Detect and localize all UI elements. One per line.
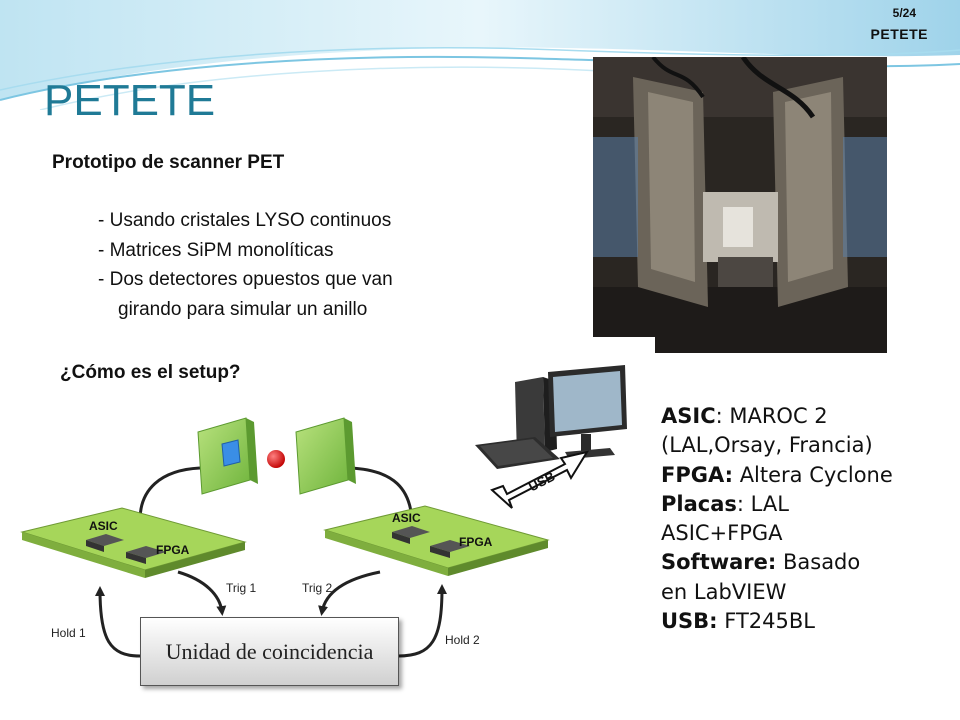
scanner-photo — [593, 57, 887, 353]
coincidence-label: Unidad de coincidencia — [165, 638, 374, 664]
spec-placas: Placas: LAL — [661, 491, 789, 516]
fpga-label-left: FPGA — [156, 543, 190, 557]
detector-left — [197, 417, 258, 495]
trig1-label: Trig 1 — [226, 581, 257, 595]
hold2-label: Hold 2 — [445, 633, 480, 647]
detector-right — [295, 417, 356, 495]
trig1-arrow — [177, 570, 227, 616]
bullet-list: - Usando cristales LYSO continuos - Matr… — [98, 206, 393, 324]
asic-label-left: ASIC — [89, 519, 118, 533]
asic-label-right: ASIC — [392, 511, 421, 525]
spec-asic-origin: (LAL,Orsay, Francia) — [661, 433, 873, 458]
setup-diagram — [20, 417, 550, 658]
bullet-item: - Matrices SiPM monolíticas — [98, 239, 334, 261]
slide-number: 5/24 — [892, 6, 916, 20]
trig2-arrow — [318, 570, 381, 616]
usb-arrow — [490, 450, 590, 509]
specs-block: ASIC: MAROC 2 (LAL,Orsay, Francia) FPGA:… — [661, 402, 893, 636]
spec-software: Software: Basado — [661, 550, 861, 575]
spec-software-2: en LabVIEW — [661, 579, 787, 604]
hold1-label: Hold 1 — [51, 626, 86, 640]
hold1-arrow — [95, 586, 141, 658]
trig2-label: Trig 2 — [302, 581, 333, 595]
spec-placas-2: ASIC+FPGA — [661, 521, 783, 546]
detector-link-left — [138, 466, 201, 521]
spec-asic: ASIC: MAROC 2 — [661, 404, 828, 428]
spec-usb: USB: FT245BL — [661, 609, 815, 634]
radioactive-source — [267, 450, 285, 468]
hold2-arrow — [397, 584, 447, 658]
subtitle: Prototipo de scanner PET — [52, 152, 285, 173]
bullet-item: - Usando cristales LYSO continuos — [98, 210, 392, 231]
board-left — [20, 507, 247, 578]
header-swoosh — [0, 0, 960, 110]
bullet-item: - Dos detectores opuestos que van — [98, 269, 393, 290]
board-right — [323, 505, 550, 576]
coincidence-unit: Unidad de coincidencia — [140, 617, 399, 686]
setup-question: ¿Cómo es el setup? — [60, 362, 241, 383]
fpga-label-right: FPGA — [459, 535, 493, 549]
computer-icon — [475, 365, 627, 469]
section-title: PETETE — [870, 26, 928, 42]
spec-fpga: FPGA: Altera Cyclone — [661, 462, 893, 487]
pc-illustration-box — [465, 337, 655, 477]
bullet-item: girando para simular un anillo — [118, 298, 368, 320]
page-title: PETETE — [44, 76, 216, 125]
